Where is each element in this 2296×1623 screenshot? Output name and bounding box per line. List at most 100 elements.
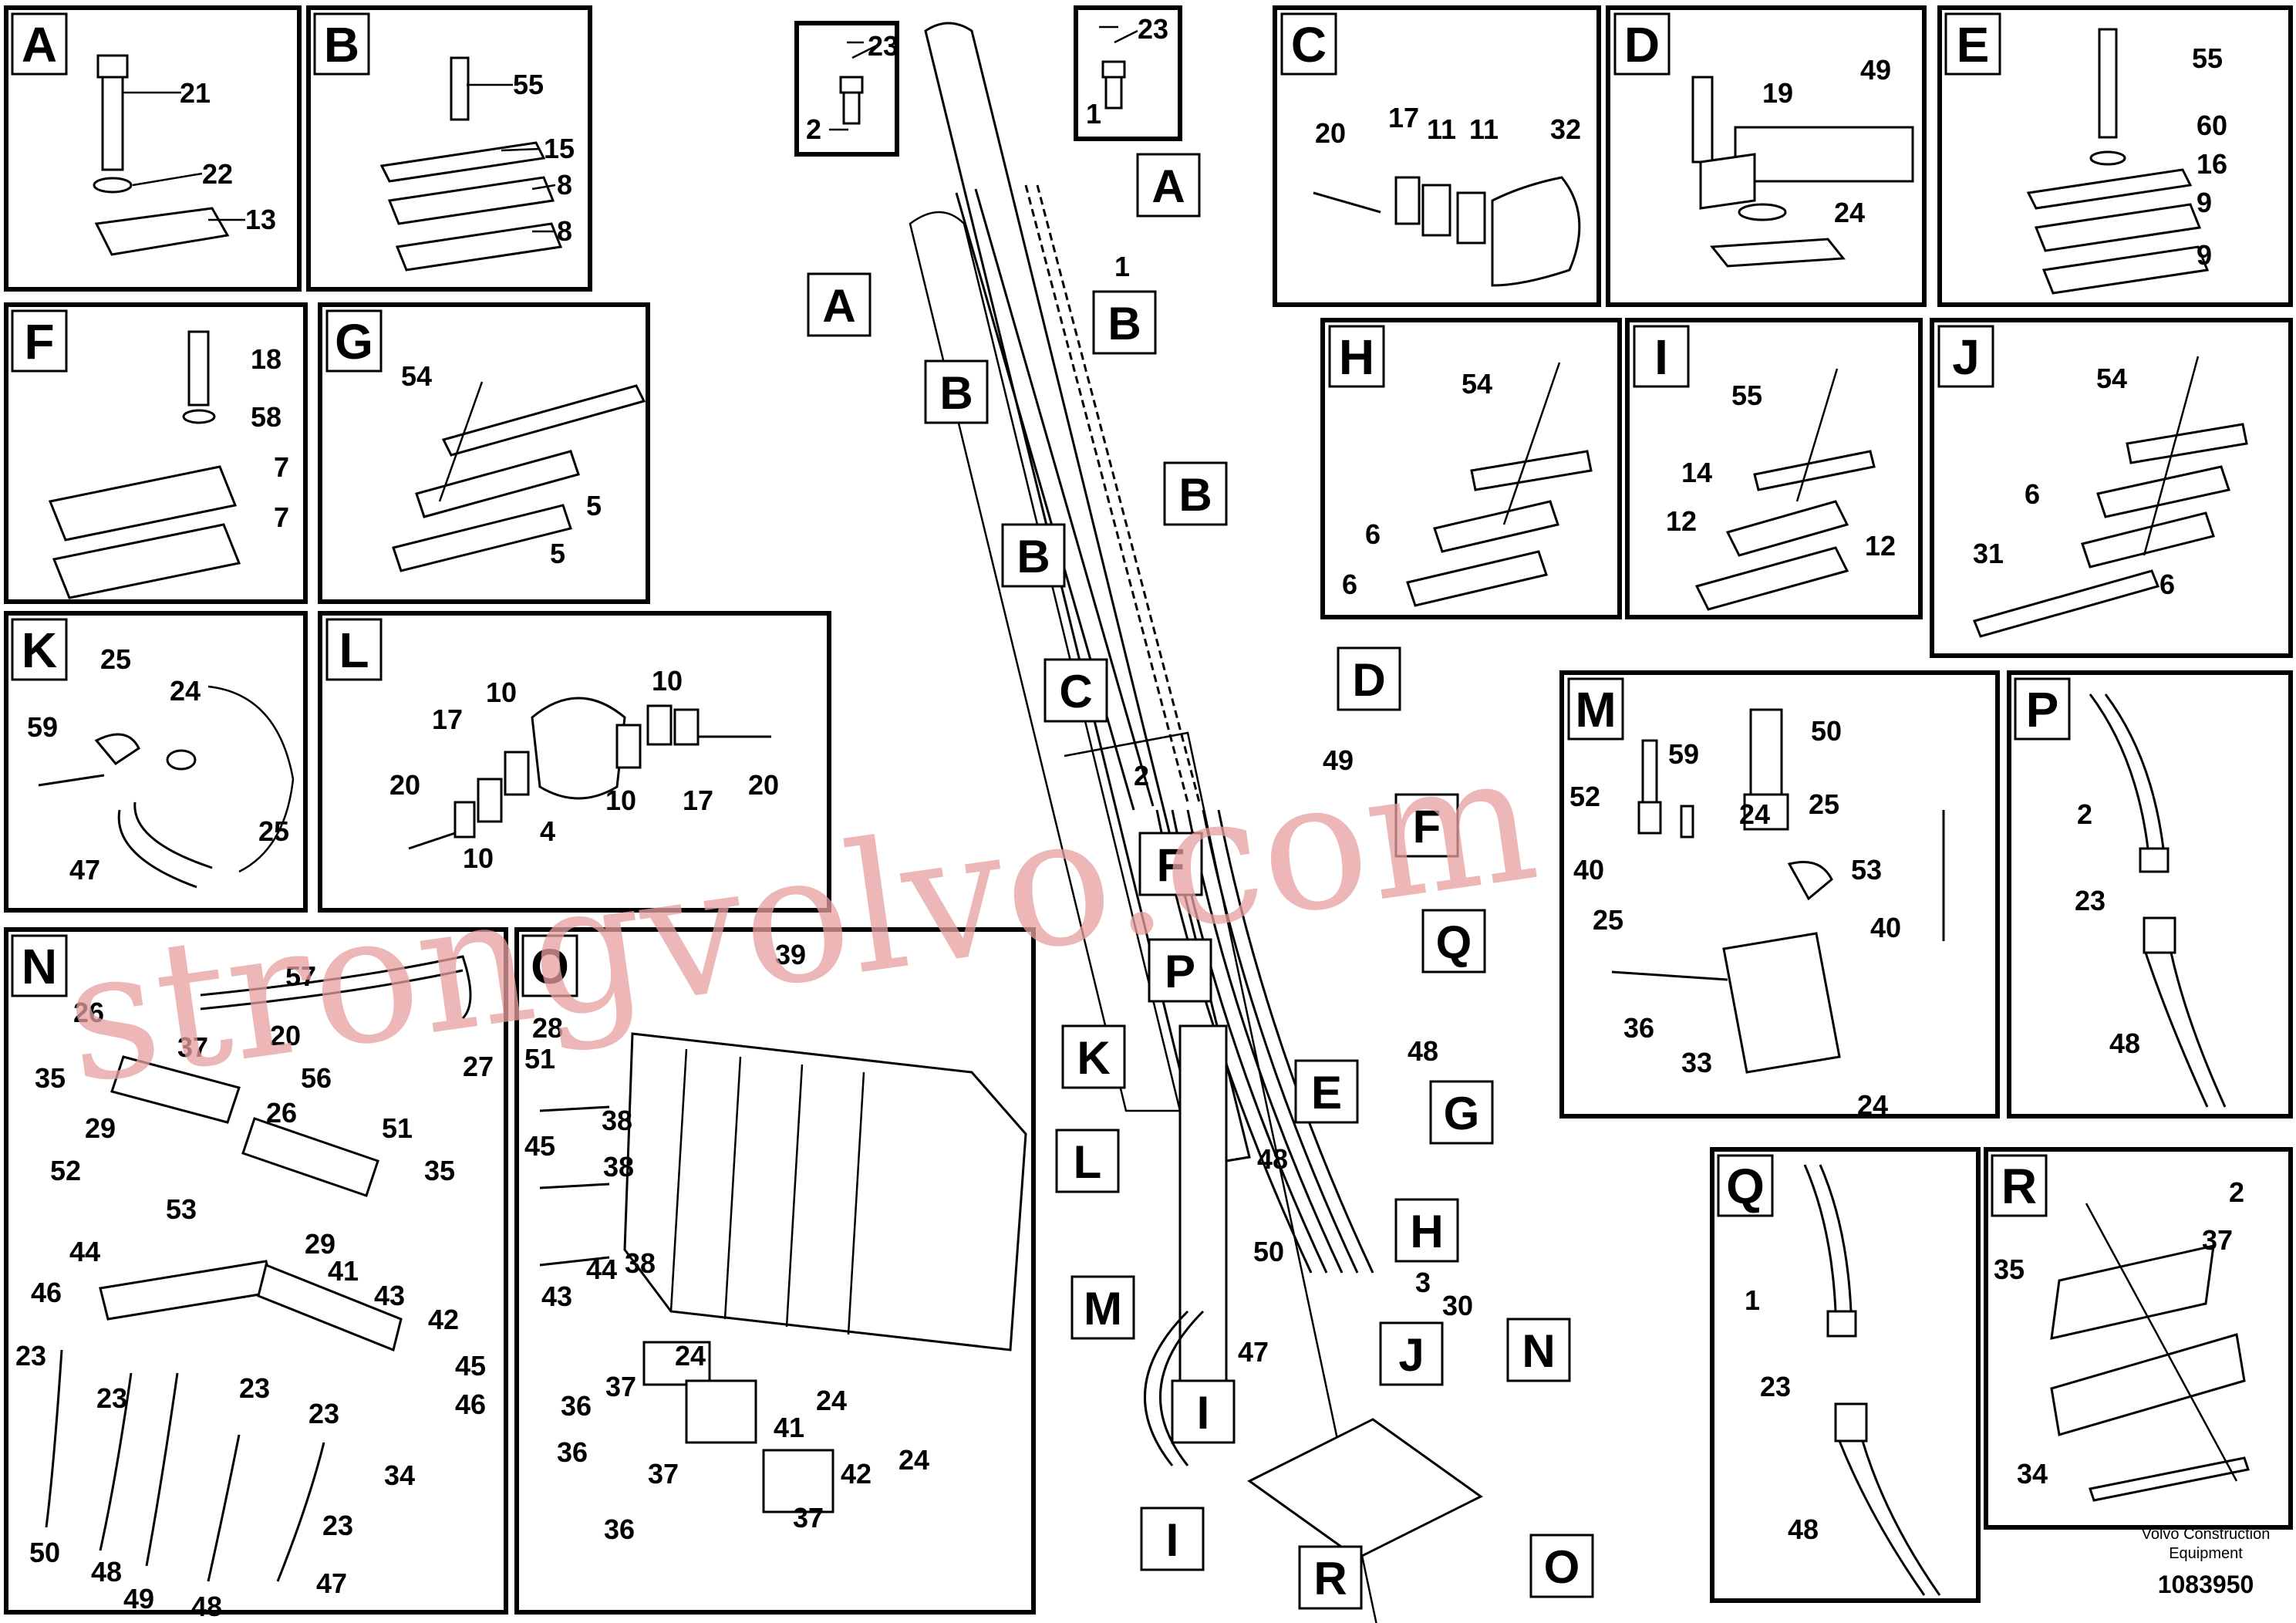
part-label: 35 <box>35 1062 66 1094</box>
part-label: 9 <box>2197 239 2212 271</box>
part-label: 36 <box>1623 1012 1654 1044</box>
part-label: 50 <box>1811 715 1842 747</box>
part-label: 23 <box>15 1340 46 1372</box>
part-label: 54 <box>1462 368 1492 400</box>
bolt <box>96 54 129 171</box>
part-label: 36 <box>604 1513 635 1545</box>
svg-text:I: I <box>1166 1514 1179 1566</box>
part-label: 26 <box>266 1097 297 1129</box>
footer: Volvo Construction Equipment 1083950 <box>2142 1526 2271 1598</box>
svg-text:O: O <box>1544 1541 1580 1593</box>
valve-block <box>1722 932 1841 1074</box>
part-label: 11 <box>1427 113 1456 145</box>
callout-box: P <box>1148 938 1212 1003</box>
part-label: 38 <box>603 1151 634 1183</box>
panel-letter: R <box>2001 1159 2037 1214</box>
callout-box: Q <box>1421 909 1486 973</box>
callout-box: A <box>807 272 872 337</box>
part-label: 44 <box>586 1254 617 1285</box>
part-label: 34 <box>384 1459 415 1491</box>
panel-letter: P <box>2026 682 2059 737</box>
main-part-labels: 1 2 49 48 48 50 3 30 47 <box>1114 251 1473 1368</box>
panel-a: A 21 22 13 <box>4 5 302 292</box>
part-label: 50 <box>1253 1236 1284 1267</box>
part-label: 24 <box>1739 798 1770 830</box>
callout-box: D <box>1337 646 1401 711</box>
part-label: 60 <box>2197 110 2227 141</box>
part-label: 51 <box>382 1112 413 1144</box>
callout-box: O <box>1529 1534 1594 1598</box>
callout-box: K <box>1061 1024 1126 1089</box>
part-label: 23 <box>2075 885 2106 916</box>
callout-box: G <box>1429 1080 1494 1145</box>
panel-letter: A <box>22 17 57 73</box>
part-label: 46 <box>455 1388 486 1420</box>
company-name-line2: Equipment <box>2169 1545 2243 1562</box>
part-label: 6 <box>2025 478 2040 510</box>
part-label: 3 <box>1415 1267 1431 1298</box>
part-label: 20 <box>1315 117 1346 149</box>
panel-letter: Q <box>1726 1159 1765 1214</box>
band-clamp <box>1491 176 1581 287</box>
callout-box: I <box>1171 1379 1236 1444</box>
part-label: 17 <box>432 704 463 735</box>
part-label: 15 <box>544 133 575 164</box>
part-label: 11 <box>1469 113 1499 145</box>
svg-text:N: N <box>1522 1325 1555 1377</box>
svg-text:A: A <box>1151 160 1185 212</box>
part-label: 49 <box>123 1583 154 1615</box>
panel-letter: L <box>339 623 369 678</box>
part-label: 40 <box>1573 854 1604 886</box>
part-label: 16 <box>2197 148 2227 180</box>
part-label: 10 <box>486 677 517 708</box>
bolt <box>450 56 470 121</box>
part-label: 23 <box>868 30 899 62</box>
control-valve <box>623 1032 1027 1351</box>
part-label: 24 <box>899 1444 929 1476</box>
panel-e: E 55 60 16 9 9 <box>1937 5 2293 307</box>
part-label: 30 <box>1442 1290 1473 1321</box>
part-label: 23 <box>96 1382 127 1414</box>
part-label: 58 <box>251 401 282 433</box>
part-label: 35 <box>424 1155 455 1186</box>
part-label: 56 <box>301 1062 332 1094</box>
part-label: 47 <box>316 1567 347 1599</box>
part-label: 14 <box>1681 457 1712 488</box>
part-label: 49 <box>1860 54 1891 86</box>
svg-text:I: I <box>1197 1387 1210 1439</box>
callout-box: B <box>1163 461 1228 526</box>
part-label: 24 <box>675 1340 706 1372</box>
part-label: 47 <box>1238 1336 1269 1368</box>
panel-letter: J <box>1952 329 1980 385</box>
part-label: 29 <box>85 1112 116 1144</box>
part-label: 36 <box>557 1436 588 1468</box>
part-label: 9 <box>2197 187 2212 218</box>
panel-k: K 25 24 59 25 47 <box>4 611 308 913</box>
part-label: 6 <box>2159 569 2175 600</box>
part-label: 40 <box>1870 912 1901 943</box>
svg-text:R: R <box>1313 1553 1347 1604</box>
panel-l: L 10 10 17 20 10 4 10 17 20 <box>318 611 831 913</box>
part-label: 51 <box>524 1043 555 1075</box>
part-label: 55 <box>513 69 544 100</box>
part-label: 25 <box>258 815 289 847</box>
callout-box: B <box>1092 290 1157 355</box>
part-label: 23 <box>239 1372 270 1404</box>
panel-j: J 54 6 31 6 <box>1930 318 2293 658</box>
part-label: 24 <box>816 1385 847 1416</box>
hose-section <box>1734 126 1914 183</box>
panel-r: R 2 37 35 34 <box>1984 1147 2293 1530</box>
part-label: 34 <box>2017 1458 2048 1490</box>
part-label: 33 <box>1681 1047 1712 1078</box>
part-label: 52 <box>1569 781 1600 812</box>
part-label: 37 <box>2202 1224 2233 1256</box>
callout-box: C <box>1043 658 1108 723</box>
panel-m: M 50 52 59 24 25 40 53 25 40 36 33 24 <box>1559 670 2000 1121</box>
part-label: 28 <box>532 1012 563 1044</box>
part-label: 48 <box>91 1556 122 1588</box>
part-label: 48 <box>1257 1143 1288 1175</box>
callout-box: L <box>1055 1129 1120 1193</box>
part-label: 12 <box>1666 505 1697 537</box>
part-label: 24 <box>1834 197 1865 228</box>
part-label: 1 <box>1114 251 1130 282</box>
